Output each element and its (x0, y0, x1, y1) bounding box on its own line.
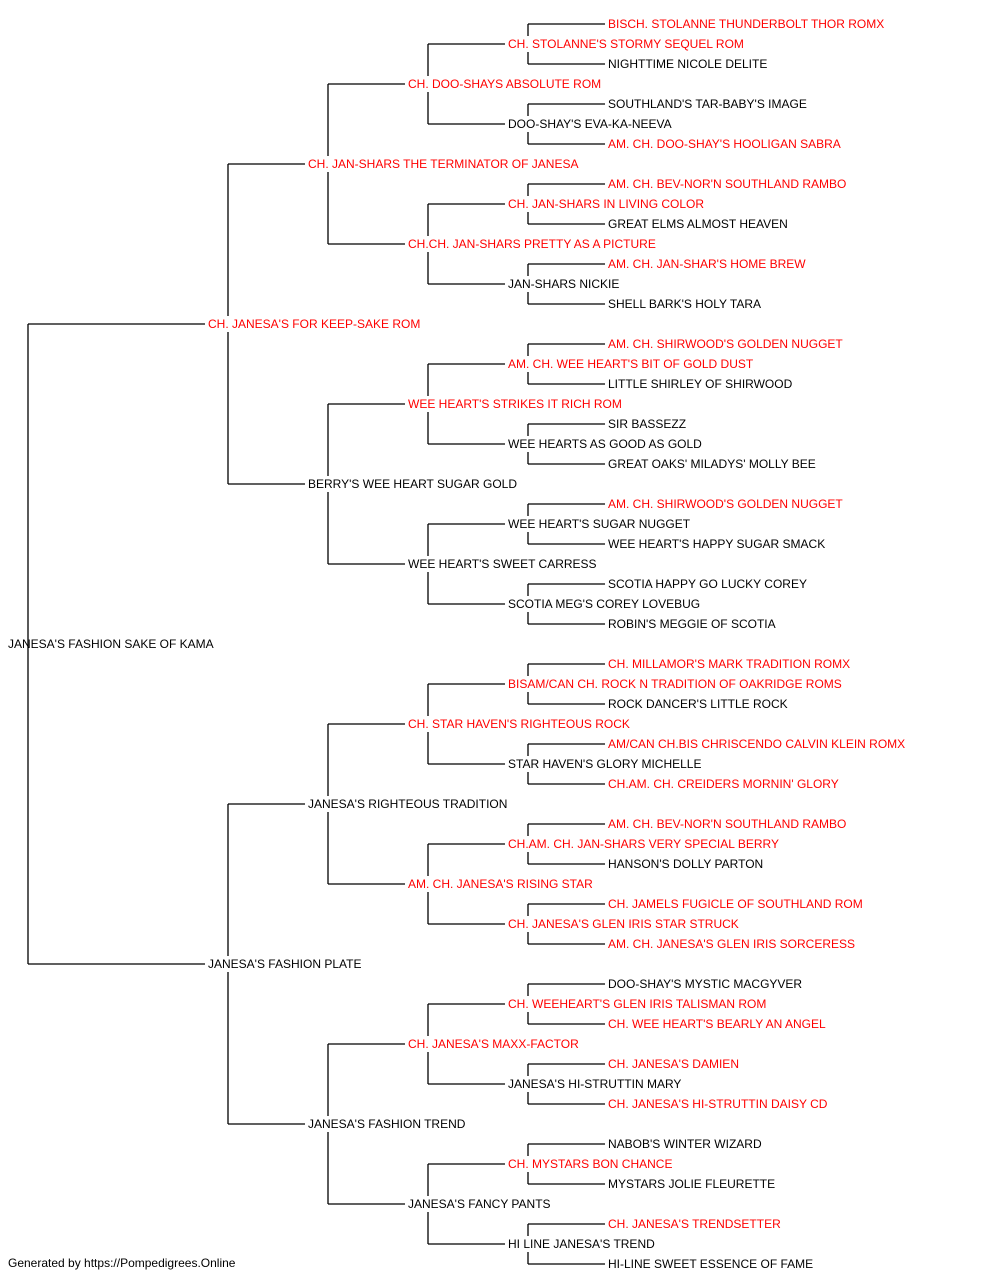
ancestor-name: DOO-SHAY'S MYSTIC MACGYVER (608, 977, 802, 991)
ancestor-name: AM. CH. JANESA'S RISING STAR (408, 877, 593, 891)
ancestor-name: JANESA'S FASHION PLATE (208, 957, 361, 971)
pedigree-connectors (27, 23, 605, 1265)
ancestor-name: HANSON'S DOLLY PARTON (608, 857, 763, 871)
ancestor-name: HI LINE JANESA'S TREND (508, 1237, 655, 1251)
ancestor-name: CH. WEEHEART'S GLEN IRIS TALISMAN ROM (508, 997, 766, 1011)
ancestor-name: CH.AM. CH. JAN-SHARS VERY SPECIAL BERRY (508, 837, 779, 851)
ancestor-name: JANESA'S HI-STRUTTIN MARY (508, 1077, 681, 1091)
ancestor-name: SCOTIA MEG'S COREY LOVEBUG (508, 597, 700, 611)
ancestor-name: SIR BASSEZZ (608, 417, 686, 431)
ancestor-name: CH. WEE HEART'S BEARLY AN ANGEL (608, 1017, 826, 1031)
subject-dog-name: JANESA'S FASHION SAKE OF KAMA (8, 637, 214, 651)
ancestor-name: HI-LINE SWEET ESSENCE OF FAME (608, 1257, 813, 1271)
ancestor-name: CH. JANESA'S TRENDSETTER (608, 1217, 781, 1231)
ancestor-name: CH. STOLANNE'S STORMY SEQUEL ROM (508, 37, 744, 51)
pedigree-names: JANESA'S FASHION SAKE OF KAMA CH. JANESA'… (8, 17, 905, 1271)
ancestor-name: JAN-SHARS NICKIE (508, 277, 619, 291)
ancestor-name: CH. JANESA'S DAMIEN (608, 1057, 739, 1071)
ancestor-name: ROCK DANCER'S LITTLE ROCK (608, 697, 788, 711)
ancestor-name: WEE HEART'S HAPPY SUGAR SMACK (608, 537, 825, 551)
ancestor-name: CH. STAR HAVEN'S RIGHTEOUS ROCK (408, 717, 630, 731)
ancestor-name: LITTLE SHIRLEY OF SHIRWOOD (608, 377, 793, 391)
ancestor-name: ROBIN'S MEGGIE OF SCOTIA (608, 617, 776, 631)
ancestor-name: STAR HAVEN'S GLORY MICHELLE (508, 757, 701, 771)
ancestor-name: AM. CH. BEV-NOR'N SOUTHLAND RAMBO (608, 817, 846, 831)
ancestor-name: CH. MYSTARS BON CHANCE (508, 1157, 672, 1171)
ancestor-name: NIGHTTIME NICOLE DELITE (608, 57, 767, 71)
ancestor-name: NABOB'S WINTER WIZARD (608, 1137, 762, 1151)
ancestor-name: WEE HEART'S SWEET CARRESS (408, 557, 597, 571)
ancestor-name: CH.AM. CH. CREIDERS MORNIN' GLORY (608, 777, 839, 791)
ancestor-name: AM. CH. WEE HEART'S BIT OF GOLD DUST (508, 357, 754, 371)
ancestor-name: CH. DOO-SHAYS ABSOLUTE ROM (408, 77, 601, 91)
ancestor-name: BERRY'S WEE HEART SUGAR GOLD (308, 477, 517, 491)
ancestor-name: WEE HEART'S STRIKES IT RICH ROM (408, 397, 622, 411)
ancestor-name: SCOTIA HAPPY GO LUCKY COREY (608, 577, 807, 591)
ancestor-name: DOO-SHAY'S EVA-KA-NEEVA (508, 117, 672, 131)
ancestor-name: WEE HEART'S SUGAR NUGGET (508, 517, 691, 531)
ancestor-name: AM/CAN CH.BIS CHRISCENDO CALVIN KLEIN RO… (608, 737, 905, 751)
generated-by-footer: Generated by https://Pompedigrees.Online (8, 1256, 236, 1270)
ancestor-name: AM. CH. DOO-SHAY'S HOOLIGAN SABRA (608, 137, 841, 151)
ancestor-name: JANESA'S RIGHTEOUS TRADITION (308, 797, 507, 811)
ancestor-name: CH. JAMELS FUGICLE OF SOUTHLAND ROM (608, 897, 863, 911)
ancestor-name: AM. CH. SHIRWOOD'S GOLDEN NUGGET (608, 337, 843, 351)
ancestor-name: AM. CH. JAN-SHAR'S HOME BREW (608, 257, 806, 271)
ancestor-name: CH. JAN-SHARS THE TERMINATOR OF JANESA (308, 157, 578, 171)
ancestor-name: CH. JAN-SHARS IN LIVING COLOR (508, 197, 704, 211)
ancestor-name: SHELL BARK'S HOLY TARA (608, 297, 761, 311)
ancestor-name: CH.CH. JAN-SHARS PRETTY AS A PICTURE (408, 237, 656, 251)
ancestor-name: AM. CH. BEV-NOR'N SOUTHLAND RAMBO (608, 177, 846, 191)
ancestor-name: SOUTHLAND'S TAR-BABY'S IMAGE (608, 97, 807, 111)
ancestor-name: WEE HEARTS AS GOOD AS GOLD (508, 437, 702, 451)
ancestor-name: JANESA'S FASHION TREND (308, 1117, 466, 1131)
ancestor-name: BISCH. STOLANNE THUNDERBOLT THOR ROMX (608, 17, 884, 31)
ancestor-name: AM. CH. SHIRWOOD'S GOLDEN NUGGET (608, 497, 843, 511)
ancestor-name: CH. MILLAMOR'S MARK TRADITION ROMX (608, 657, 850, 671)
ancestor-name: GREAT OAKS' MILADYS' MOLLY BEE (608, 457, 816, 471)
ancestor-name: CH. JANESA'S MAXX-FACTOR (408, 1037, 579, 1051)
ancestor-name: CH. JANESA'S HI-STRUTTIN DAISY CD (608, 1097, 828, 1111)
ancestor-name: CH. JANESA'S GLEN IRIS STAR STRUCK (508, 917, 739, 931)
ancestor-name: CH. JANESA'S FOR KEEP-SAKE ROM (208, 317, 420, 331)
ancestor-name: AM. CH. JANESA'S GLEN IRIS SORCERESS (608, 937, 855, 951)
ancestor-name: BISAM/CAN CH. ROCK N TRADITION OF OAKRID… (508, 677, 842, 691)
ancestor-name: MYSTARS JOLIE FLEURETTE (608, 1177, 775, 1191)
ancestor-name: JANESA'S FANCY PANTS (408, 1197, 551, 1211)
ancestor-name: GREAT ELMS ALMOST HEAVEN (608, 217, 788, 231)
